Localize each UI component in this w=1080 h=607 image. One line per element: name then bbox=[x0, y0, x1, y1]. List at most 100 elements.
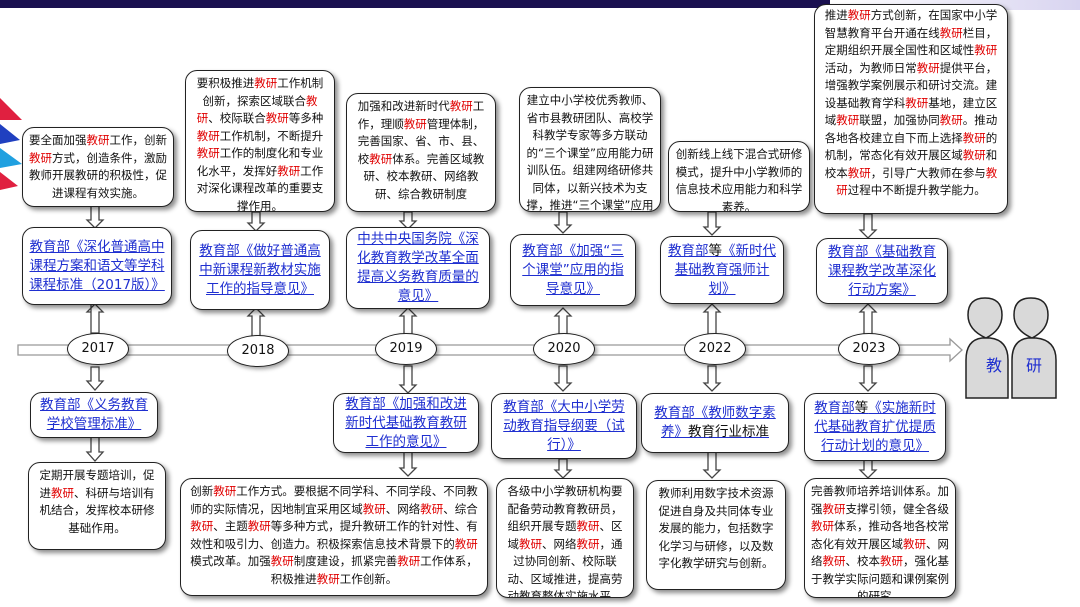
text-run: 工作机制创新，探索区域联合 bbox=[202, 76, 324, 108]
text-run: 、网络 bbox=[811, 536, 949, 569]
teacher-figures-icon bbox=[965, 297, 1057, 399]
top-desc-box: 加强和改进新时代教研工作，理顺教研管理体制，完善国家、省、市、县、校教研体系。完… bbox=[346, 93, 496, 212]
highlight-keyword: 教研 bbox=[420, 501, 444, 516]
text-run: 的机制，常态化有效开展区域 bbox=[824, 130, 998, 163]
text-run: 、科研与培训有机结合，发挥校本研修基础作用。 bbox=[39, 485, 155, 535]
top-desc-box: 要积极推进教研工作机制创新，探索区域联合教研、校际联合教研等多种教研工作机制，不… bbox=[185, 70, 335, 212]
highlight-keyword: 教研 bbox=[822, 554, 846, 568]
top-policy-link[interactable]: 教育部《基础教育课程教学改革深化行动方案》 bbox=[816, 238, 948, 304]
top-desc-box: 创新线上线下混合式研修模式，提升中小学教师的信息技术应用能力和科学素养。 bbox=[668, 141, 810, 212]
year-2018-label: 2018 bbox=[227, 335, 289, 367]
figure-right-icon bbox=[1011, 297, 1057, 399]
top-policy-link[interactable]: 教育部等《新时代基础教育强师计划》 bbox=[660, 236, 784, 304]
text-run: 教育部《加强“三个课堂”应用的指导意见》 bbox=[522, 242, 624, 297]
bottom-policy-link[interactable]: 教育部《义务教育学校管理标准》 bbox=[30, 392, 158, 438]
text-run: 建立中小学校优秀教师、省市县教研团队、高校学科教学专家等多方联动的“三个课堂”应… bbox=[526, 93, 654, 212]
text-run: 、区域 bbox=[507, 519, 623, 551]
text-run: 方式创新，在国家中小学智慧教育平台开通在线 bbox=[824, 8, 998, 40]
bottom-policy-link[interactable]: 教育部《教师数字素养》教育行业标准 bbox=[641, 393, 789, 453]
arrow-2017-up1 bbox=[85, 204, 105, 229]
box-text: 教育部《大中小学劳动教育指导纲要（试行）》 bbox=[498, 398, 630, 455]
highlight-keyword: 教研 bbox=[196, 128, 220, 143]
text-run: ，通过协同创新、校际联动、区域推进，提高劳动教育整体实施水平。 bbox=[507, 536, 623, 598]
year-2020-label: 2020 bbox=[533, 333, 595, 365]
bottom-desc-box: 教师利用数字技术资源促进自身及共同体专业发展的能力，包括数字化学习与研修，以及数… bbox=[646, 480, 786, 590]
arrow-2019-down1 bbox=[398, 365, 418, 394]
highlight-keyword: 教研 bbox=[847, 165, 871, 180]
arrow-2022-up2 bbox=[702, 303, 722, 335]
bottom-policy-link[interactable]: 教育部《加强和改进新时代基础教育教研工作的意见》 bbox=[333, 393, 479, 453]
highlight-keyword: 教研 bbox=[974, 43, 998, 57]
bottom-policy-link[interactable]: 教育部等《实施新时代基础教育扩优提质行动计划的意见》 bbox=[804, 393, 946, 461]
year-2019-label: 2019 bbox=[375, 333, 437, 365]
highlight-keyword: 教研 bbox=[190, 519, 214, 533]
figure-left-icon bbox=[965, 297, 1009, 399]
highlight-keyword: 教研 bbox=[880, 554, 903, 568]
text-run: 活动，为教师日常 bbox=[824, 60, 917, 75]
text-run: 工作，创新 bbox=[109, 133, 168, 147]
arrow-2023-down1 bbox=[858, 365, 878, 392]
arrow-2020-up1 bbox=[553, 211, 573, 234]
highlight-keyword: 教研 bbox=[939, 113, 963, 127]
top-policy-link[interactable]: 中共中央国务院《深化教育教学改革全面提高义务教育质量的意见》 bbox=[346, 227, 490, 309]
highlight-keyword: 教研 bbox=[254, 76, 278, 90]
text-run: 、校际联合 bbox=[208, 111, 266, 125]
text-run: 模式改革。加强 bbox=[190, 554, 271, 568]
text-run: 工作的制度化和专业化水平，发挥好 bbox=[196, 146, 324, 178]
arrow-2023-down2 bbox=[858, 459, 878, 479]
top-desc-box: 要全面加强教研工作，创新教研方式，创造条件，激励教师开展教研的积极性，促进课程有… bbox=[22, 127, 174, 207]
text-run: 提供平台，增强教学案例展示和研讨交流。建设基础教育学科 bbox=[824, 60, 998, 110]
highlight-keyword: 教研 bbox=[362, 501, 386, 516]
left-decoration bbox=[0, 98, 22, 190]
text-run: 基地，建立区域 bbox=[824, 95, 998, 128]
top-policy-link[interactable]: 教育部《深化普通高中课程方案和语文等学科课程标准（2017版）》 bbox=[22, 227, 172, 305]
text-run: 工作对深化课程改革的重要支撑作用。 bbox=[196, 163, 324, 212]
text-run: 教育部《加强和改进新时代基础教育教研工作的意见》 bbox=[345, 395, 467, 450]
arrow-2022-up1 bbox=[702, 211, 722, 236]
box-text: 建立中小学校优秀教师、省市县教研团队、高校学科教学专家等多方联动的“三个课堂”应… bbox=[526, 93, 654, 212]
box-text: 推进教研方式创新，在国家中小学智慧教育平台开通在线教研栏目，定期组织开展全国性和… bbox=[825, 8, 998, 197]
box-text: 各级中小学教研机构要配备劳动教育教研员，组织开展专题教研、区域教研、网络教研，通… bbox=[507, 484, 623, 598]
text-run: 过程中不断提升教学能力。 bbox=[847, 183, 986, 197]
highlight-keyword: 教研 bbox=[811, 519, 834, 533]
text-run: 等多种方式，提升教研工作的针对性、有效性和吸引力、创造力。积极探索信息技术背景下… bbox=[190, 519, 478, 551]
highlight-keyword: 教研 bbox=[576, 536, 600, 551]
text-run: 教育部 bbox=[668, 242, 709, 259]
text-run: 工作体系，积极推进 bbox=[270, 554, 478, 586]
bottom-policy-link[interactable]: 教育部《大中小学劳动教育指导纲要（试行）》 bbox=[491, 393, 637, 459]
highlight-keyword: 教研 bbox=[51, 485, 74, 500]
bottom-desc-box: 各级中小学教研机构要配备劳动教育教研员，组织开展专题教研、区域教研、网络教研，通… bbox=[496, 478, 634, 598]
year-2022-label: 2022 bbox=[684, 333, 746, 365]
arrow-2018-up2 bbox=[246, 307, 266, 339]
arrow-2019-up1 bbox=[398, 211, 418, 230]
top-policy-link[interactable]: 教育部《做好普通高中新课程新教材实施工作的指导意见》 bbox=[190, 230, 330, 310]
text-run: 制度建设，抓紧完善 bbox=[293, 554, 398, 568]
text-run: 教育行业标准 bbox=[688, 424, 769, 440]
figure-right-label: 研 bbox=[1026, 356, 1043, 375]
highlight-keyword: 教研 bbox=[576, 519, 600, 533]
text-run: 工作，理顺 bbox=[357, 99, 485, 131]
text-run: 等 bbox=[854, 399, 869, 416]
text-run: 定期开展专题培训，促进 bbox=[39, 468, 155, 500]
text-run: 各级中小学教研机构要配备劳动教育教研员，组织开展专题 bbox=[507, 484, 623, 533]
box-text: 教育部《加强和改进新时代基础教育教研工作的意见》 bbox=[340, 395, 472, 452]
box-text: 教育部《义务教育学校管理标准》 bbox=[37, 396, 151, 434]
bottom-desc-box: 创新教研工作方式。要根据不同学科、不同学段、不同教师的实际情况，因地制宜采用区域… bbox=[180, 478, 488, 596]
text-run: 管理体制，完善国家、省、市、县、校 bbox=[357, 116, 485, 166]
box-text: 定期开展专题培训，促进教研、科研与培训有机结合，发挥校本研修基础作用。 bbox=[40, 468, 155, 535]
highlight-keyword: 教研 bbox=[836, 165, 998, 198]
bottom-desc-box: 定期开展专题培训，促进教研、科研与培训有机结合，发挥校本研修基础作用。 bbox=[28, 462, 166, 550]
box-text: 完善教师培养培训体系。加强教研支撑引领，健全各级教研体系，推动各地各校常态化有效… bbox=[811, 484, 949, 597]
text-run: 、校本 bbox=[845, 554, 881, 568]
arrow-2023-up2 bbox=[858, 303, 878, 335]
highlight-keyword: 教研 bbox=[277, 163, 301, 178]
text-run: 教育部《大中小学劳动教育指导纲要（试行）》 bbox=[503, 398, 625, 453]
box-text: 创新线上线下混合式研修模式，提升中小学教师的信息技术应用能力和科学素养。 bbox=[676, 147, 803, 211]
top-banner-bar bbox=[0, 0, 1080, 8]
arrow-2022-down1 bbox=[702, 365, 722, 392]
timeline-arrow bbox=[17, 337, 963, 363]
highlight-keyword: 教研 bbox=[454, 536, 478, 551]
top-policy-link[interactable]: 教育部《加强“三个课堂”应用的指导意见》 bbox=[510, 234, 636, 306]
text-run: 创新 bbox=[190, 484, 214, 498]
text-run: 要积极推进 bbox=[196, 76, 255, 90]
